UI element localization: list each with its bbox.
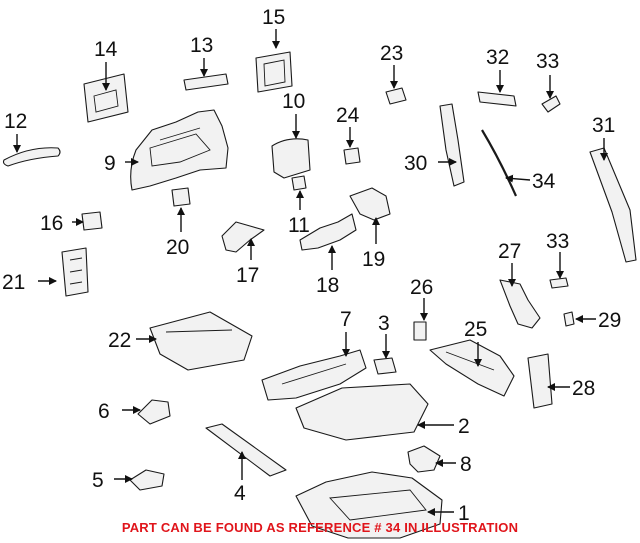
part-11-clip: [291, 175, 307, 191]
callout-14: 14: [94, 38, 118, 61]
callout-23: 23: [380, 42, 403, 65]
part-16-square: [81, 211, 103, 231]
callout-27: 27: [498, 240, 521, 263]
part-19-bracket: [349, 187, 391, 221]
callout-31: 31: [592, 114, 615, 137]
callout-26: 26: [410, 276, 433, 299]
callout-3: 3: [378, 312, 390, 335]
callout-1: 1: [458, 502, 470, 525]
part-12-sun-visor-strip: [2, 147, 61, 167]
callout-18: 18: [316, 274, 339, 297]
part-29-pin: [563, 311, 575, 327]
callout-6: 6: [98, 400, 110, 423]
callout-12: 12: [4, 110, 27, 133]
part-14-panel: [83, 73, 129, 123]
callout-9: 9: [104, 152, 116, 175]
part-24-cap: [343, 147, 361, 165]
callout-24: 24: [336, 104, 360, 127]
callout-2: 2: [458, 415, 470, 438]
part-18-bracket: [299, 213, 357, 251]
part-33-bolt-lower: [549, 277, 569, 289]
part-2-floor-board: [295, 383, 429, 441]
callout-28: 28: [572, 377, 595, 400]
part-15-panel: [255, 51, 293, 93]
callout-33-top: 33: [536, 50, 559, 73]
callout-32: 32: [486, 46, 509, 69]
part-32-strip: [477, 91, 517, 107]
callout-labels: 12 14 13 15 9 10 11 16 20 17 18 19 24 23…: [2, 6, 621, 525]
callout-25: 25: [464, 318, 487, 341]
callout-30: 30: [404, 152, 427, 175]
callout-13: 13: [190, 34, 213, 57]
callout-17: 17: [236, 264, 259, 287]
part-17-bracket: [221, 221, 265, 253]
callout-16: 16: [40, 212, 63, 235]
callout-29: 29: [598, 309, 621, 332]
part-9-side-panel: [130, 109, 229, 191]
part-3-clip: [373, 357, 397, 375]
part-30-pillar-trim: [439, 103, 465, 187]
part-5-bracket: [129, 469, 165, 491]
part-27-pillar-trim: [499, 279, 541, 329]
reference-note: PART CAN BE FOUND AS REFERENCE # 34 IN I…: [121, 520, 519, 535]
callout-11: 11: [288, 214, 310, 237]
part-6-bracket: [137, 399, 171, 425]
callout-20: 20: [166, 236, 189, 259]
part-34-rail: [481, 129, 518, 197]
callout-19: 19: [362, 248, 385, 271]
callout-22: 22: [108, 329, 131, 352]
part-20-box: [171, 187, 191, 207]
part-23-clip: [385, 87, 407, 105]
callout-21: 21: [2, 271, 25, 294]
callout-5: 5: [92, 469, 104, 492]
callout-7: 7: [340, 308, 352, 331]
leader-lines: [13, 29, 608, 516]
callout-15: 15: [262, 6, 285, 29]
part-4-strip: [205, 423, 287, 477]
callout-10: 10: [282, 90, 305, 113]
part-13-strip: [183, 73, 229, 91]
part-22-cargo-cover: [149, 311, 253, 371]
part-25-sill-plate: [429, 339, 515, 397]
callout-4: 4: [234, 482, 246, 505]
callout-8: 8: [460, 453, 472, 476]
part-26-fastener: [413, 321, 427, 341]
part-10-trim-piece: [271, 138, 311, 179]
part-7-floor-rail: [261, 349, 367, 401]
part-21-mechanism: [61, 247, 89, 297]
part-28-bracket: [527, 353, 553, 409]
callout-34: 34: [532, 170, 556, 193]
part-33-bolt-top: [541, 95, 561, 113]
callout-33-lower: 33: [546, 230, 569, 253]
part-8-bracket: [407, 445, 441, 473]
part-31-pillar-trim: [589, 147, 637, 263]
